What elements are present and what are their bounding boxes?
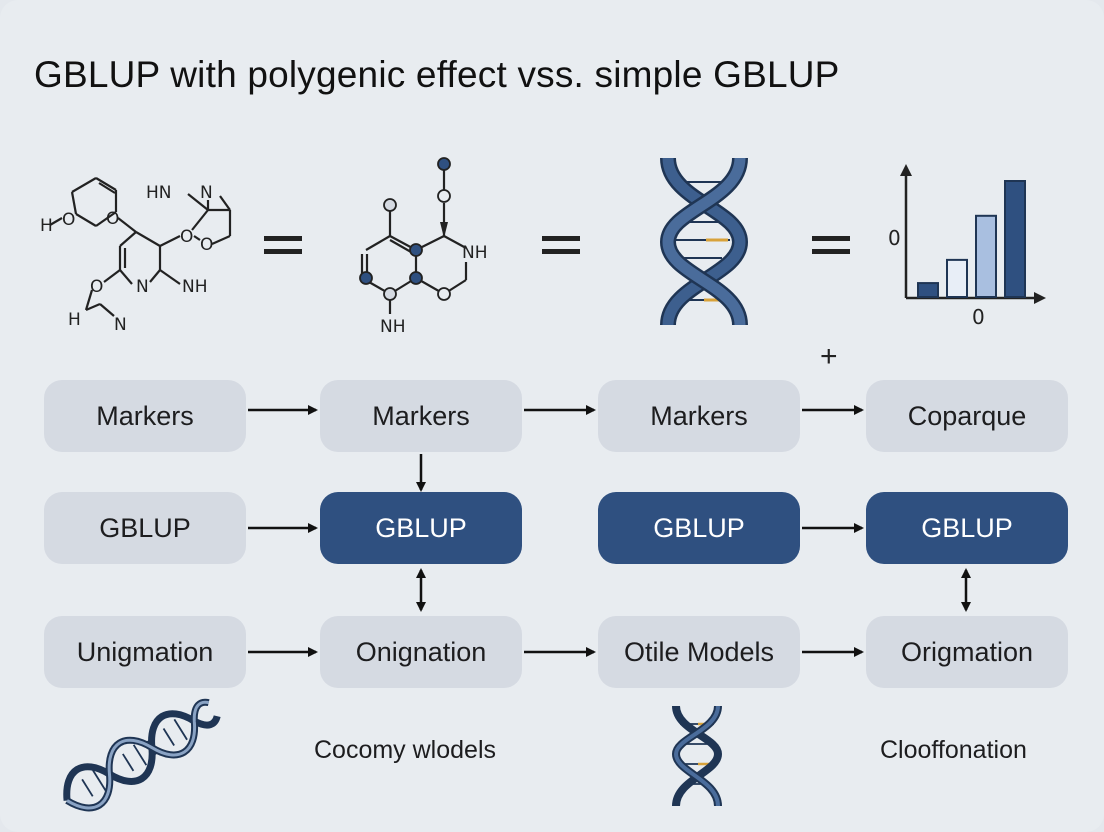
svg-text:O: O (90, 277, 103, 297)
svg-text:N: N (200, 183, 213, 203)
node-gblup-1[interactable]: GBLUP (44, 492, 246, 564)
svg-text:O: O (62, 210, 75, 230)
caption-right: Clooffonation (880, 736, 1027, 764)
svg-text:H: H (68, 310, 81, 330)
svg-text:NH: NH (182, 277, 208, 297)
node-gblup-3[interactable]: GBLUP (598, 492, 800, 564)
node-gblup-2[interactable]: GBLUP (320, 492, 522, 564)
svg-text:N: N (136, 277, 149, 297)
svg-text:O: O (180, 227, 193, 247)
svg-text:NH: NH (380, 317, 406, 337)
svg-text:N: N (114, 315, 127, 335)
svg-text:HN: HN (146, 183, 172, 203)
svg-text:H: H (40, 216, 53, 236)
node-markers-2[interactable]: Markers (320, 380, 522, 452)
equals-sign (542, 236, 580, 254)
svg-text:O: O (106, 209, 119, 229)
node-onignation[interactable]: Onignation (320, 616, 522, 688)
node-markers-1[interactable]: Markers (44, 380, 246, 452)
node-otile-models[interactable]: Otile Models (598, 616, 800, 688)
node-gblup-4[interactable]: GBLUP (866, 492, 1068, 564)
node-unigmation[interactable]: Unigmation (44, 616, 246, 688)
equals-sign (264, 236, 302, 254)
node-origmation[interactable]: Origmation (866, 616, 1068, 688)
node-markers-3[interactable]: Markers (598, 380, 800, 452)
svg-text:O: O (200, 235, 213, 255)
equals-sign (812, 236, 850, 254)
page-title: GBLUP with polygenic effect vss. simple … (34, 54, 840, 95)
node-coparque[interactable]: Coparque (866, 380, 1068, 452)
plus-sign: + (820, 340, 838, 373)
caption-left: Cocomy wlodels (314, 736, 497, 764)
svg-text:NH: NH (462, 243, 488, 263)
